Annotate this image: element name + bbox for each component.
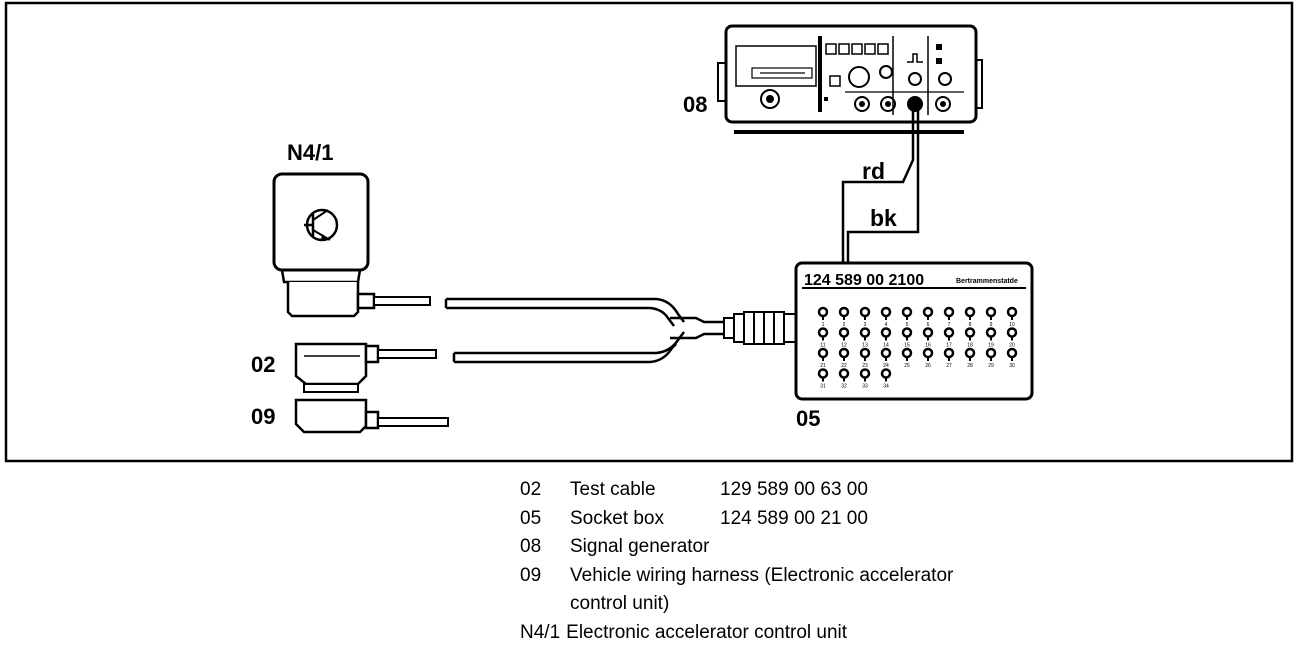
legend-item: 09 Vehicle wiring harness (Electronic ac… [520,562,953,591]
socket-pin-number: 17 [946,343,952,349]
socket-pin-number: 24 [883,363,889,369]
socket-box-part-number: 124 589 00 2100 [804,272,924,289]
socket-pin-number: 16 [925,343,931,349]
socket-pin-number: 26 [925,363,931,369]
socket-box-brand: Bertrammenstatde [956,278,1018,285]
socket-pin-number: 5 [906,322,909,328]
legend-item: 05 Socket box 124 589 00 21 00 [520,505,953,534]
legend-code: 09 [520,565,570,587]
legend-code: 05 [520,508,570,530]
label-control-unit: N4/1 [287,140,333,165]
socket-pin-number: 6 [927,322,930,328]
socket-pin-number: 4 [885,322,888,328]
signal-generator [718,26,982,134]
legend-continuation-text: control unit) [570,593,669,615]
control-unit-n41 [274,174,430,316]
wiring-diagram: 08 rd bk N4/1 02 09 [0,0,1312,470]
legend-description: Signal generator [570,536,709,558]
socket-pin-number: 22 [841,363,847,369]
socket-pin-number: 3 [864,322,867,328]
legend-code: 02 [520,479,570,501]
legend-item: 02 Test cable 129 589 00 63 00 [520,476,953,505]
legend-item: N4/1 Electronic accelerator control unit [520,619,953,647]
label-test-cable: 02 [251,352,275,377]
socket-pin-number: 27 [946,363,952,369]
socket-pin-number: 29 [988,363,994,369]
label-socket-box: 05 [796,406,820,431]
socket-pin-number: 11 [820,343,825,349]
socket-box-plug [724,312,796,344]
test-cable-connector [296,344,436,392]
y-cable [446,299,724,362]
socket-pin-number: 14 [883,343,889,349]
socket-pin-number: 25 [904,363,910,369]
socket-pin-number: 1 [822,322,825,328]
label-wiring-harness: 09 [251,404,275,429]
socket-pin-number: 8 [969,322,972,328]
socket-pin-number: 23 [862,363,868,369]
legend-description: Socket box [570,508,720,530]
socket-pin-number: 7 [948,322,951,328]
legend-item: 08 Signal generator [520,533,953,562]
socket-pin-number: 32 [841,384,847,390]
legend-description: Electronic accelerator control unit [566,622,847,644]
socket-pin-number: 20 [1009,343,1015,349]
socket-pin-number: 2 [843,322,846,328]
socket-pin-number: 19 [988,343,994,349]
socket-pin-number: 34 [883,384,889,390]
socket-pin-number: 21 [820,363,826,369]
legend-description: Test cable [570,479,720,501]
legend-description: Vehicle wiring harness (Electronic accel… [570,565,953,587]
socket-pin-number: 12 [841,343,847,349]
socket-pin-number: 18 [967,343,973,349]
legend-part-number: 124 589 00 21 00 [720,508,868,530]
legend: 02 Test cable 129 589 00 63 00 05 Socket… [520,476,953,647]
wiring-harness-connector [296,400,448,432]
legend-code: N4/1 [520,622,560,644]
socket-pin-number: 30 [1009,363,1015,369]
socket-pin-number: 28 [967,363,973,369]
diagram-frame [6,3,1292,461]
legend-part-number: 129 589 00 63 00 [720,479,868,501]
label-signal-generator: 08 [683,92,707,117]
legend-continuation: control unit) [520,590,953,619]
socket-pin-number: 10 [1009,322,1015,328]
socket-pin-number: 9 [990,322,993,328]
socket-pin-number: 13 [862,343,868,349]
socket-pin-number: 33 [862,384,868,390]
label-wire-black: bk [870,205,897,231]
socket-pin-number: 15 [904,343,910,349]
legend-code: 08 [520,536,570,558]
socket-pin-number: 31 [820,384,826,390]
label-wire-red: rd [862,158,885,184]
